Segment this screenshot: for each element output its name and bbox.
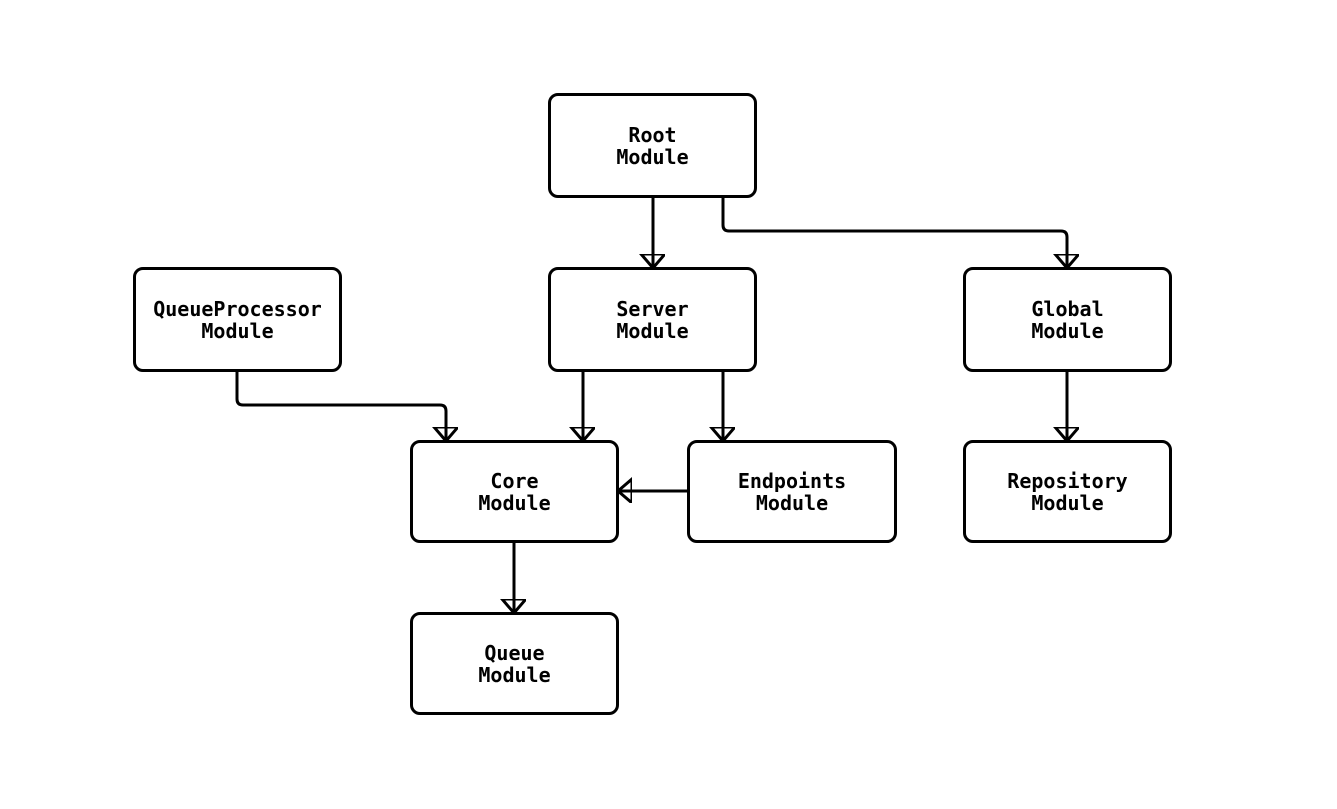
node-queue-module-label: Queue Module — [478, 640, 551, 687]
node-server-module-label: Server Module — [616, 296, 689, 343]
node-queue-module: Queue Module — [410, 612, 619, 715]
node-root-module: Root Module — [548, 93, 757, 198]
node-server-module: Server Module — [548, 267, 757, 372]
node-endpoints-module: Endpoints Module — [687, 440, 897, 543]
edge-root-to-global — [721, 198, 1067, 267]
node-root-module-label: Root Module — [616, 122, 689, 169]
node-queueprocessor-module: QueueProcessor Module — [133, 267, 342, 372]
node-core-module-label: Core Module — [478, 468, 551, 515]
node-core-module: Core Module — [410, 440, 619, 543]
node-repository-module: Repository Module — [963, 440, 1172, 543]
node-global-module-label: Global Module — [1031, 296, 1104, 343]
node-global-module: Global Module — [963, 267, 1172, 372]
node-queueprocessor-module-label: QueueProcessor Module — [153, 296, 322, 343]
node-repository-module-label: Repository Module — [1007, 468, 1128, 515]
edge-queueprocessor-to-core — [235, 372, 446, 440]
node-endpoints-module-label: Endpoints Module — [737, 468, 847, 515]
